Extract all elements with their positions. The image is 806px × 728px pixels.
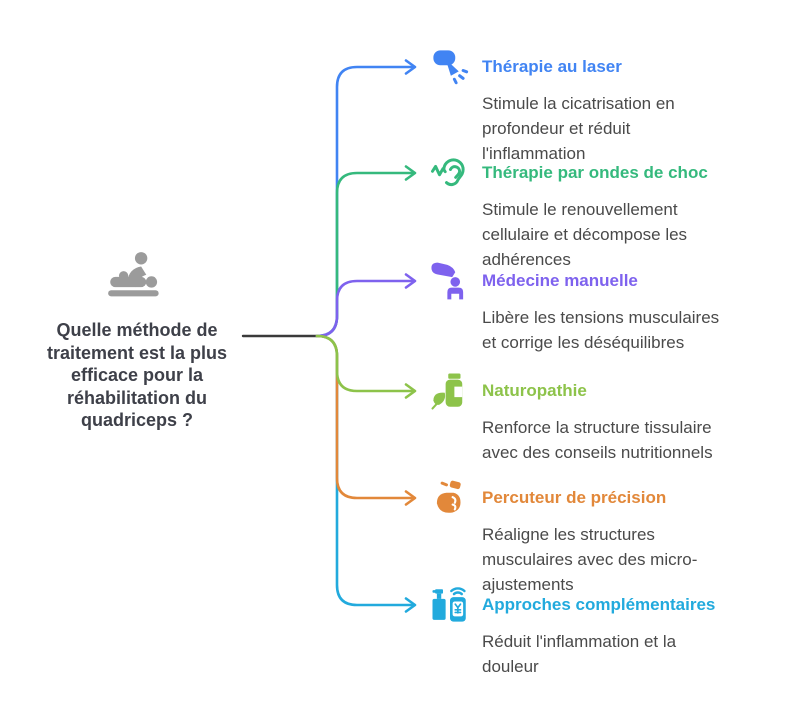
bottle-phone-icon <box>427 583 473 627</box>
branch-title: Thérapie au laser <box>482 57 622 76</box>
laser-hand-icon <box>427 45 473 89</box>
branch-shockwave: Thérapie par ondes de choc Stimule le re… <box>427 151 737 272</box>
branch-laser: Thérapie au laser Stimule la cicatrisati… <box>427 45 737 166</box>
branch-description: Réduit l'inflammation et la douleur <box>482 632 677 676</box>
branch-line-manual <box>315 279 415 338</box>
branch-description: Stimule la cicatrisation en profondeur e… <box>482 94 675 163</box>
branch-description: Stimule le renouvellement cellulaire et … <box>482 200 688 269</box>
branch-naturopathy: Naturopathie Renforce la structure tissu… <box>427 369 737 465</box>
branch-line-naturopathy <box>315 334 415 393</box>
branch-line-shockwave <box>315 171 415 338</box>
branch-line-percussor <box>315 334 415 500</box>
branch-complementary: Approches complémentaires Réduit l'infla… <box>427 583 737 679</box>
branch-arrow-manual <box>404 273 417 289</box>
branch-header: Naturopathie <box>427 369 737 413</box>
branch-arrow-complementary <box>404 597 417 613</box>
branch-title: Naturopathie <box>482 381 587 400</box>
central-topic: Quelle méthode de traitement est la plus… <box>28 250 246 432</box>
branch-manual-medicine: Médecine manuelle Libère les tensions mu… <box>427 259 737 355</box>
branch-line-complementary <box>315 334 415 607</box>
branch-header: Percuteur de précision <box>427 476 737 520</box>
branch-description: Libère les tensions musculaires et corri… <box>482 308 720 352</box>
branch-arrow-laser <box>404 59 417 75</box>
fist-percussor-icon <box>427 476 473 520</box>
branch-description: Réaligne les structures musculaires avec… <box>482 525 698 594</box>
branch-title: Approches complémentaires <box>482 595 716 614</box>
massage-therapy-icon <box>104 250 170 312</box>
branch-title: Médecine manuelle <box>482 271 638 290</box>
hand-person-icon <box>427 259 473 303</box>
branch-line-laser <box>315 65 415 338</box>
branch-header: Médecine manuelle <box>427 259 737 303</box>
branch-arrow-shockwave <box>404 165 417 181</box>
branch-arrow-percussor <box>404 490 417 506</box>
branch-header: Approches complémentaires <box>427 583 737 627</box>
branch-title: Percuteur de précision <box>482 488 667 507</box>
branch-percussor: Percuteur de précision Réaligne les stru… <box>427 476 737 597</box>
branch-description: Renforce la structure tissulaire avec de… <box>482 418 713 462</box>
ear-wave-icon <box>427 151 473 195</box>
central-question: Quelle méthode de traitement est la plus… <box>46 320 228 430</box>
branch-header: Thérapie au laser <box>427 45 737 89</box>
branch-header: Thérapie par ondes de choc <box>427 151 737 195</box>
branch-title: Thérapie par ondes de choc <box>482 163 708 182</box>
bottle-leaf-icon <box>427 369 473 413</box>
branch-arrow-naturopathy <box>404 383 417 399</box>
